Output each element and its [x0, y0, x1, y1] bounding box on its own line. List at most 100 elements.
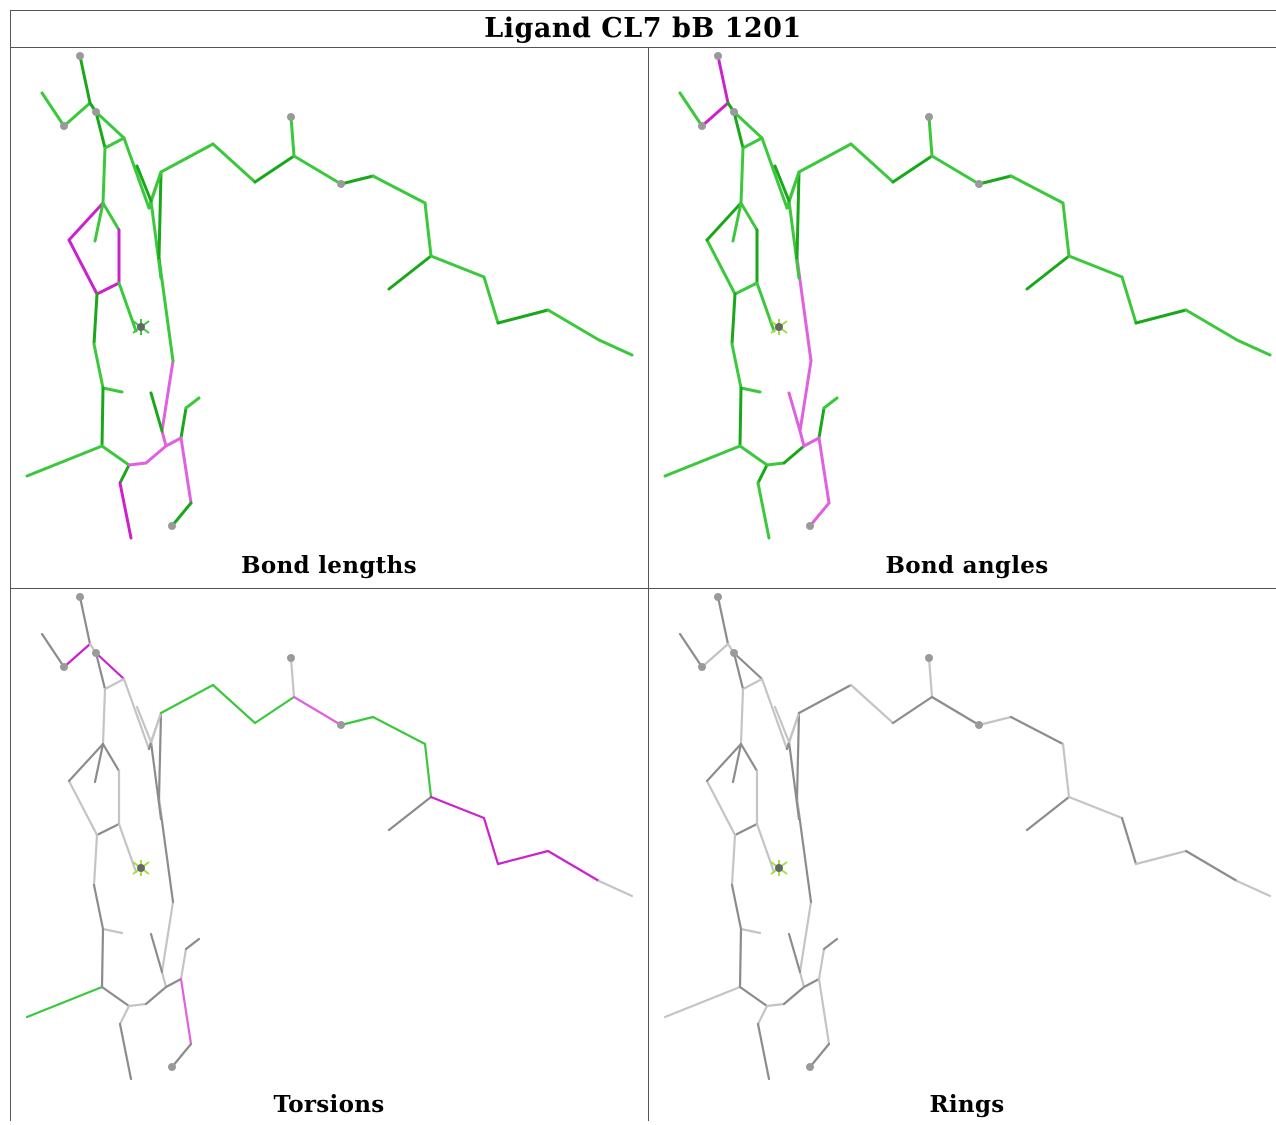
bond	[849, 683, 895, 725]
bond	[179, 977, 193, 1046]
metal-center	[132, 860, 150, 876]
bond	[700, 101, 730, 128]
bond	[482, 816, 500, 866]
bond	[756, 481, 771, 540]
bond	[159, 683, 215, 715]
bond	[663, 444, 742, 478]
bond	[100, 386, 105, 448]
bond	[738, 444, 769, 467]
bond	[103, 136, 126, 150]
bond	[289, 115, 296, 158]
metal-atom	[137, 323, 145, 331]
panel-torsions: Torsions	[11, 589, 647, 1125]
bond	[1067, 254, 1124, 279]
metal-center	[770, 860, 788, 876]
bond	[92, 883, 105, 931]
bond	[700, 642, 730, 669]
bond	[732, 110, 745, 150]
bond	[732, 651, 745, 691]
bond	[1235, 879, 1272, 898]
bond	[798, 970, 806, 989]
bond	[705, 238, 737, 296]
bond	[739, 927, 762, 935]
bond	[730, 342, 743, 390]
molecule-structure	[663, 593, 1272, 1081]
bond	[797, 683, 853, 715]
bond	[756, 1022, 771, 1081]
bond	[164, 436, 183, 448]
bond	[101, 146, 107, 205]
bond	[157, 170, 163, 260]
molecule-structure	[25, 593, 634, 1081]
bond	[739, 687, 745, 746]
atom-sphere	[698, 122, 706, 130]
bond	[118, 1022, 133, 1081]
bond	[787, 932, 802, 974]
bond	[25, 985, 104, 1019]
bond	[797, 142, 853, 174]
bond	[785, 740, 791, 751]
panel-bond-angles: Bond angles	[649, 48, 1276, 584]
atom-sphere	[168, 1063, 176, 1071]
bond	[127, 1002, 148, 1008]
bond	[597, 879, 634, 898]
bond	[787, 740, 801, 821]
bond	[423, 201, 433, 258]
bond	[798, 359, 813, 433]
bond	[1061, 201, 1071, 258]
bond	[678, 91, 704, 128]
bond	[289, 656, 296, 699]
bond	[387, 254, 433, 291]
bond	[716, 54, 730, 105]
bond	[597, 338, 634, 357]
bond	[170, 501, 193, 528]
bond	[1025, 254, 1071, 291]
bond	[184, 937, 201, 951]
bond	[40, 632, 66, 669]
bond	[891, 695, 934, 725]
metal-atom	[775, 323, 783, 331]
bond	[1235, 338, 1272, 357]
bond	[733, 822, 759, 837]
bond	[62, 101, 92, 128]
bond	[67, 201, 105, 242]
atom-sphere	[806, 522, 814, 530]
molecule-structure	[663, 52, 1272, 540]
bond	[211, 683, 257, 725]
panel-rings: Rings	[649, 589, 1276, 1125]
bond	[67, 238, 99, 296]
bond	[817, 977, 831, 1046]
bond	[482, 275, 500, 325]
row-divider	[10, 588, 1276, 589]
atom-sphere	[714, 52, 722, 60]
bond	[170, 1042, 193, 1069]
atom-sphere	[730, 649, 738, 657]
bond	[732, 651, 764, 681]
bond	[773, 164, 791, 203]
bond	[149, 199, 163, 280]
bond	[1134, 849, 1188, 866]
metal-atom	[775, 864, 783, 872]
bond	[755, 822, 776, 874]
bond	[135, 164, 153, 203]
atom-sphere	[60, 122, 68, 130]
bond	[1120, 275, 1138, 325]
bond	[716, 595, 730, 646]
bond	[739, 742, 759, 773]
bond	[817, 436, 831, 505]
bond	[1061, 742, 1071, 799]
atom-sphere	[92, 108, 100, 116]
bond	[117, 281, 138, 333]
bond	[118, 1004, 131, 1026]
bond	[429, 254, 486, 279]
bond	[891, 154, 934, 184]
bond	[94, 110, 107, 150]
atom-sphere	[337, 721, 345, 729]
bond	[787, 391, 802, 433]
bond	[127, 461, 148, 467]
bond	[103, 677, 126, 691]
bond	[795, 711, 801, 801]
atom-sphere	[60, 663, 68, 671]
bond	[705, 201, 743, 242]
column-divider	[648, 47, 649, 1121]
